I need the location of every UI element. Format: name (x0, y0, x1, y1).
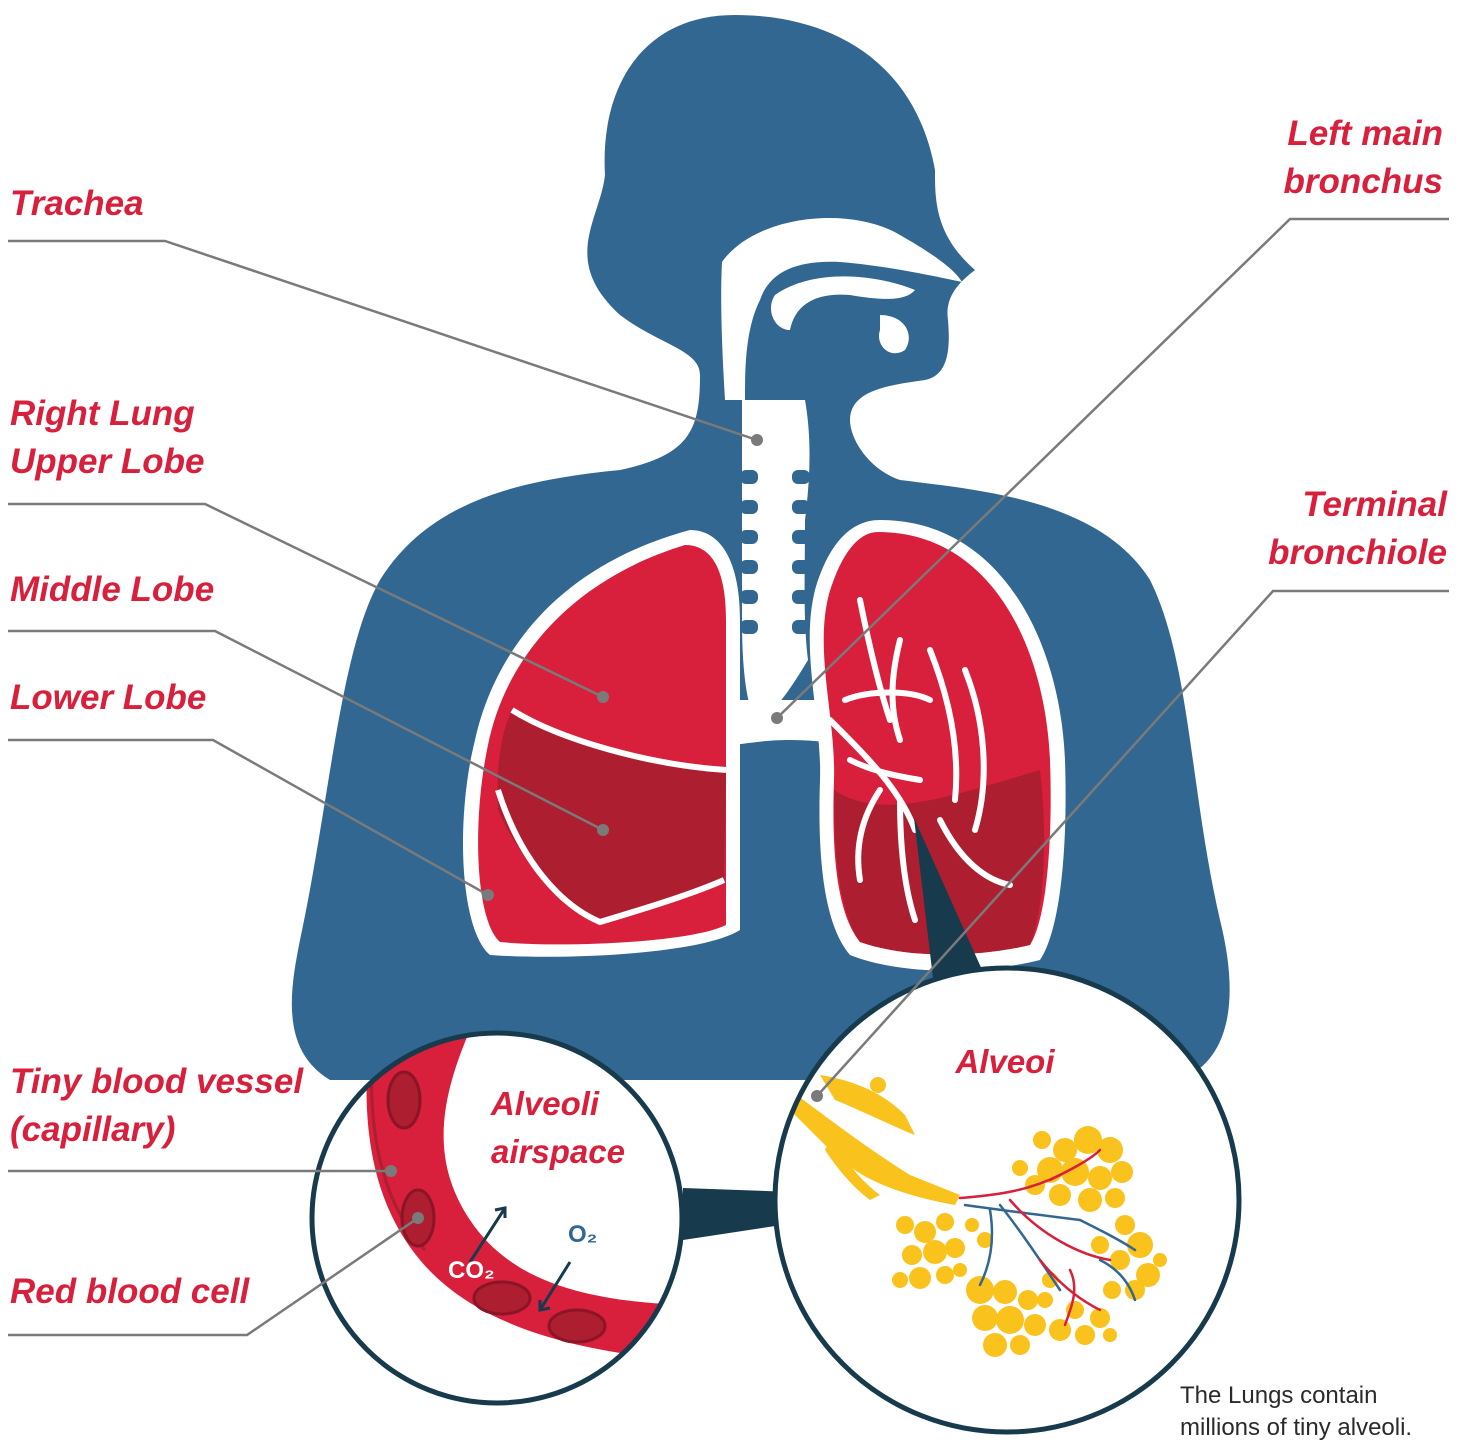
alveoli-inset: Alveoi (775, 968, 1239, 1432)
capillary-inset: Alveoli airspace CO₂ O₂ (312, 1030, 682, 1403)
red-blood-cell-label: Red blood cell (10, 1268, 249, 1316)
left-main-bronchus-label: Left main bronchus (1284, 110, 1443, 206)
terminal-bronchiole-label-line2: bronchiole (1268, 533, 1447, 572)
left-main-bronchus-label-line2: bronchus (1284, 162, 1443, 201)
alveoli-airspace-label: Alveoli (490, 1085, 600, 1122)
alveoli-airspace-label-line2: airspace (491, 1133, 625, 1170)
left-main-bronchus-label-line1: Left main (1287, 114, 1443, 153)
terminal-bronchiole-label-line1: Terminal (1302, 485, 1447, 524)
o2-label: O₂ (568, 1221, 597, 1248)
capillary-label-line1: Tiny blood vessel (10, 1062, 303, 1101)
trachea-label: Trachea (10, 180, 144, 228)
capillary-label: Tiny blood vessel (capillary) (10, 1058, 303, 1154)
middle-lobe-label: Middle Lobe (10, 566, 214, 614)
capillary-label-line2: (capillary) (10, 1110, 175, 1149)
right-lung-upper-lobe-label: Right Lung Upper Lobe (10, 390, 204, 486)
alveoi-label: Alveoi (954, 1043, 1055, 1080)
co2-label: CO₂ (448, 1257, 495, 1284)
caption: The Lungs contain millions of tiny alveo… (1180, 1380, 1460, 1444)
terminal-bronchiole-label: Terminal bronchiole (1268, 481, 1447, 577)
right-lung-upper-lobe-label-line2: Upper Lobe (10, 442, 204, 481)
right-lung-upper-lobe-label-line1: Right Lung (10, 394, 195, 433)
lower-lobe-label: Lower Lobe (10, 674, 206, 722)
